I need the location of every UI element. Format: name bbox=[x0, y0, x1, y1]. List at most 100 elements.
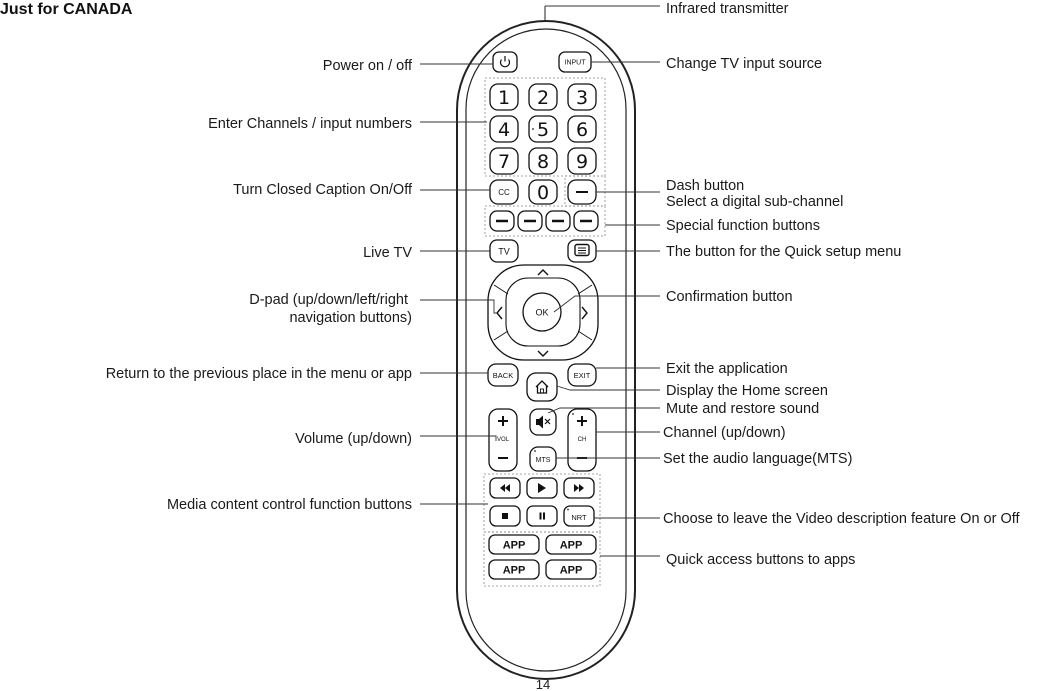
tactile-dot bbox=[572, 413, 574, 415]
input-button[interactable]: INPUT bbox=[558, 51, 592, 73]
ok-button[interactable]: OK bbox=[522, 292, 562, 332]
svg-text:9: 9 bbox=[576, 151, 588, 173]
label-quick-setup: The button for the Quick setup menu bbox=[666, 244, 901, 260]
label-live-tv: Live TV bbox=[363, 245, 412, 261]
mts-button[interactable]: MTS bbox=[529, 446, 557, 472]
power-button[interactable] bbox=[492, 51, 518, 73]
dash-button[interactable] bbox=[567, 179, 597, 205]
nrt-button[interactable]: NRT bbox=[563, 505, 595, 527]
home-button[interactable] bbox=[526, 372, 558, 402]
label-nrt: Choose to leave the Video description fe… bbox=[663, 511, 1021, 527]
label-ir-transmitter: Infrared transmitter bbox=[666, 1, 789, 17]
label-closed-caption: Turn Closed Caption On/Off bbox=[233, 182, 413, 198]
menu-icon bbox=[574, 243, 590, 257]
power-icon bbox=[499, 56, 511, 68]
d-pad-right-arrow-icon[interactable] bbox=[581, 306, 588, 320]
play-icon bbox=[538, 483, 546, 493]
digit-9-button[interactable]: 9 bbox=[567, 147, 597, 175]
tactile-dot bbox=[534, 450, 536, 452]
label-numbers: Enter Channels / input numbers bbox=[208, 116, 412, 132]
digit-2-button[interactable]: 2 bbox=[528, 83, 558, 111]
svg-text:VOL: VOL bbox=[497, 437, 510, 443]
svg-text:7: 7 bbox=[498, 151, 510, 173]
svg-text:INPUT: INPUT bbox=[565, 60, 587, 67]
svg-text:EXIT: EXIT bbox=[574, 371, 591, 380]
label-input: Change TV input source bbox=[666, 56, 822, 72]
volume-up-icon[interactable] bbox=[498, 416, 508, 426]
label-dpad-line1: D-pad (up/down/left/right bbox=[249, 292, 408, 308]
svg-text:NRT: NRT bbox=[571, 513, 587, 522]
svg-text:APP: APP bbox=[560, 565, 583, 577]
digit-4-button[interactable]: 4 bbox=[489, 115, 519, 143]
cc-button[interactable]: CC bbox=[489, 179, 519, 205]
tactile-dot bbox=[532, 128, 534, 130]
special-function-button-4[interactable] bbox=[573, 210, 599, 232]
live-tv-button[interactable]: TV bbox=[489, 239, 519, 263]
label-exit: Exit the application bbox=[666, 361, 788, 377]
svg-text:1: 1 bbox=[498, 87, 510, 109]
label-mts: Set the audio language(MTS) bbox=[663, 451, 852, 467]
quick-setup-button[interactable] bbox=[567, 239, 597, 263]
stop-icon bbox=[502, 513, 508, 519]
tactile-dot bbox=[567, 508, 569, 511]
svg-text:APP: APP bbox=[503, 540, 526, 552]
digit-1-button[interactable]: 1 bbox=[489, 83, 519, 111]
channel-up-icon[interactable] bbox=[577, 416, 587, 426]
svg-text:APP: APP bbox=[503, 565, 526, 577]
d-pad-up-arrow-icon[interactable] bbox=[537, 269, 549, 276]
media-controls: NRT bbox=[489, 477, 595, 527]
label-mute: Mute and restore sound bbox=[666, 401, 819, 417]
digit-7-button[interactable]: 7 bbox=[489, 147, 519, 175]
label-confirmation: Confirmation button bbox=[666, 289, 793, 305]
play-button[interactable] bbox=[526, 477, 558, 499]
digit-6-button[interactable]: 6 bbox=[567, 115, 597, 143]
app-button-1[interactable]: APP bbox=[488, 534, 540, 555]
svg-text:CH: CH bbox=[578, 437, 587, 443]
special-function-button-2[interactable] bbox=[517, 210, 543, 232]
label-dash-line1: Dash button bbox=[666, 178, 744, 194]
svg-text:CC: CC bbox=[498, 188, 510, 197]
svg-text:APP: APP bbox=[560, 540, 583, 552]
label-dash-line2: Select a digital sub-channel bbox=[666, 194, 843, 210]
special-function-button-1[interactable] bbox=[489, 210, 515, 232]
home-icon bbox=[535, 380, 549, 394]
label-channel: Channel (up/down) bbox=[663, 425, 786, 441]
label-back: Return to the previous place in the menu… bbox=[106, 366, 412, 382]
group-boxes bbox=[483, 77, 606, 587]
digit-8-button[interactable]: 8 bbox=[528, 147, 558, 175]
svg-text:5: 5 bbox=[537, 119, 549, 141]
label-special-functions: Special function buttons bbox=[666, 218, 820, 234]
mute-button[interactable] bbox=[529, 408, 557, 436]
label-volume: Volume (up/down) bbox=[295, 431, 412, 447]
stop-button[interactable] bbox=[489, 505, 521, 527]
d-pad-down-arrow-icon[interactable] bbox=[537, 350, 549, 357]
digit-0-button[interactable]: 0 bbox=[528, 179, 558, 205]
number-pad: 1 2 3 4 5 6 7 8 9 bbox=[489, 83, 597, 175]
app-button-4[interactable]: APP bbox=[545, 559, 597, 580]
svg-text:TV: TV bbox=[498, 247, 510, 257]
special-function-button-3[interactable] bbox=[545, 210, 571, 232]
channel-rocker[interactable]: CH bbox=[567, 408, 597, 472]
svg-text:8: 8 bbox=[537, 151, 549, 173]
app-button-3[interactable]: APP bbox=[488, 559, 540, 580]
special-function-buttons bbox=[489, 210, 599, 232]
volume-rocker[interactable]: VOL bbox=[488, 408, 518, 472]
svg-text:0: 0 bbox=[537, 182, 549, 204]
app-button-2[interactable]: APP bbox=[545, 534, 597, 555]
leader-lines bbox=[420, 5, 660, 557]
digit-5-button[interactable]: 5 bbox=[528, 115, 558, 143]
label-media: Media content control function buttons bbox=[167, 497, 412, 513]
fast-forward-button[interactable] bbox=[563, 477, 595, 499]
pause-button[interactable] bbox=[526, 505, 558, 527]
page-number: 14 bbox=[536, 677, 550, 691]
page-heading: Just for CANADA bbox=[0, 1, 133, 18]
digit-3-button[interactable]: 3 bbox=[567, 83, 597, 111]
d-pad: OK bbox=[487, 264, 599, 361]
svg-text:MTS: MTS bbox=[536, 457, 551, 464]
svg-text:3: 3 bbox=[576, 87, 588, 109]
rewind-button[interactable] bbox=[489, 477, 521, 499]
svg-text:6: 6 bbox=[576, 119, 588, 141]
exit-button[interactable]: EXIT bbox=[567, 363, 597, 387]
back-button[interactable]: BACK bbox=[487, 363, 519, 387]
